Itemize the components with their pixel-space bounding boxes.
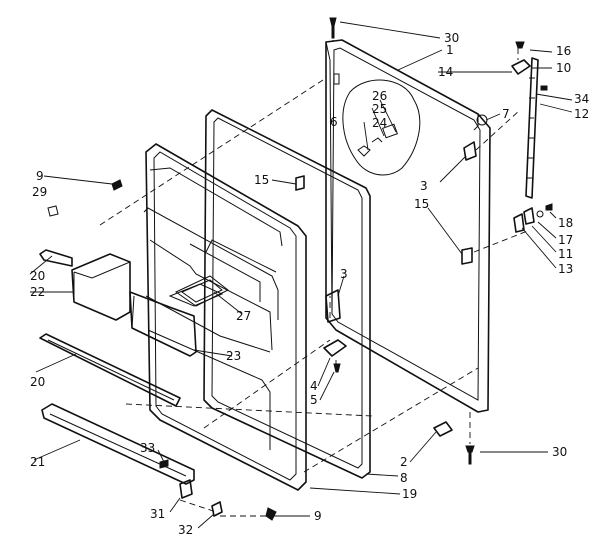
hinge-rod	[525, 57, 539, 199]
label-3-lower: 3	[340, 267, 348, 281]
label-25: 25	[372, 102, 387, 116]
label-18: 18	[558, 216, 573, 230]
shelf-bin-23	[129, 291, 197, 357]
label-6: 6	[330, 115, 338, 129]
label-26: 26	[372, 89, 387, 103]
label-13: 13	[558, 262, 573, 276]
assembly-lines	[99, 30, 531, 517]
door-gasket	[203, 109, 371, 479]
label-8: 8	[400, 471, 408, 485]
label-24: 24	[372, 116, 387, 130]
label-17: 17	[558, 233, 573, 247]
label-32: 32	[178, 523, 193, 537]
label-20-upper: 20	[30, 269, 45, 283]
label-21: 21	[30, 455, 45, 469]
label-9-top: 9	[36, 169, 44, 183]
hardware-parts	[47, 17, 553, 521]
label-11: 11	[558, 247, 573, 261]
inner-door-liner	[143, 143, 307, 491]
label-14: 14	[438, 65, 453, 79]
label-10: 10	[556, 61, 571, 75]
callout-labels: 30 1 14 16 10 34 12 7 26 25 24 6 3 15 18…	[30, 31, 589, 537]
shelf-rail-upper	[39, 249, 73, 267]
label-7: 7	[502, 107, 510, 121]
leader-lines	[29, 21, 573, 529]
label-30-bottom: 30	[552, 445, 567, 459]
label-23: 23	[226, 349, 241, 363]
trim-strip	[41, 403, 195, 485]
shelf-rail-lower	[39, 333, 181, 407]
label-20-lower: 20	[30, 375, 45, 389]
label-15-left: 15	[254, 173, 269, 187]
label-16: 16	[556, 44, 571, 58]
label-12: 12	[574, 107, 589, 121]
shelf-bin-22	[71, 253, 131, 321]
label-34: 34	[574, 92, 589, 106]
label-1: 1	[446, 43, 454, 57]
label-2: 2	[400, 455, 408, 469]
label-30-top: 30	[444, 31, 459, 45]
label-15-right: 15	[414, 197, 429, 211]
label-3-upper: 3	[420, 179, 428, 193]
label-27: 27	[236, 309, 251, 323]
label-5: 5	[310, 393, 318, 407]
label-33: 33	[140, 441, 155, 455]
detail-bubble	[342, 79, 421, 176]
label-19: 19	[402, 487, 417, 501]
label-9-bottom: 9	[314, 509, 322, 523]
outer-door-panel	[325, 39, 491, 413]
label-29: 29	[32, 185, 47, 199]
label-22: 22	[30, 285, 45, 299]
label-31: 31	[150, 507, 165, 521]
label-4: 4	[310, 379, 318, 393]
